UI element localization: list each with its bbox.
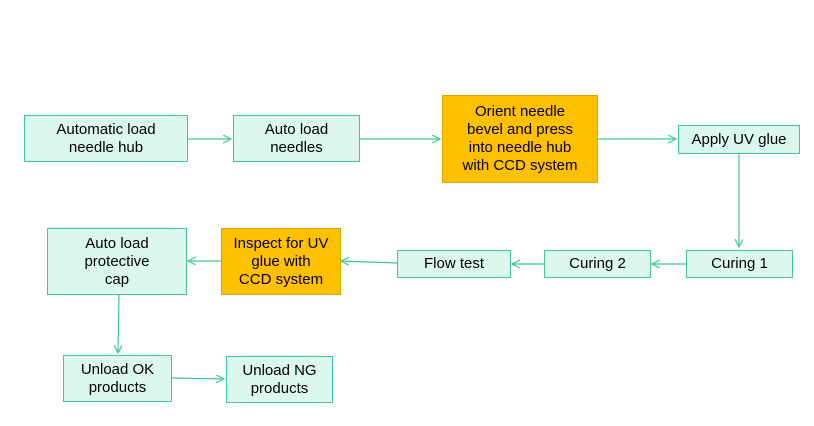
step-apply-uv-glue: Apply UV glue xyxy=(678,125,800,154)
step-auto-load-protective-cap: Auto load protective cap xyxy=(47,228,187,295)
step-flow-test: Flow test xyxy=(397,250,511,278)
step-unload-ng-products: Unload NG products xyxy=(226,356,333,403)
step-auto-load-needles: Auto load needles xyxy=(233,115,360,162)
arrow-load-cap-to-unload-ok xyxy=(118,294,119,353)
step-orient-needle-bevel: Orient needle bevel and press into needl… xyxy=(442,95,598,183)
arrow-unload-ok-to-unload-ng xyxy=(171,378,224,379)
arrow-flow-test-to-inspect xyxy=(341,261,398,263)
step-curing-2: Curing 2 xyxy=(544,250,651,278)
step-curing-1: Curing 1 xyxy=(686,250,793,278)
step-automatic-load-needle-hub: Automatic load needle hub xyxy=(24,115,188,162)
step-unload-ok-products: Unload OK products xyxy=(63,355,172,402)
step-inspect-uv-glue: Inspect for UV glue with CCD system xyxy=(221,228,341,295)
